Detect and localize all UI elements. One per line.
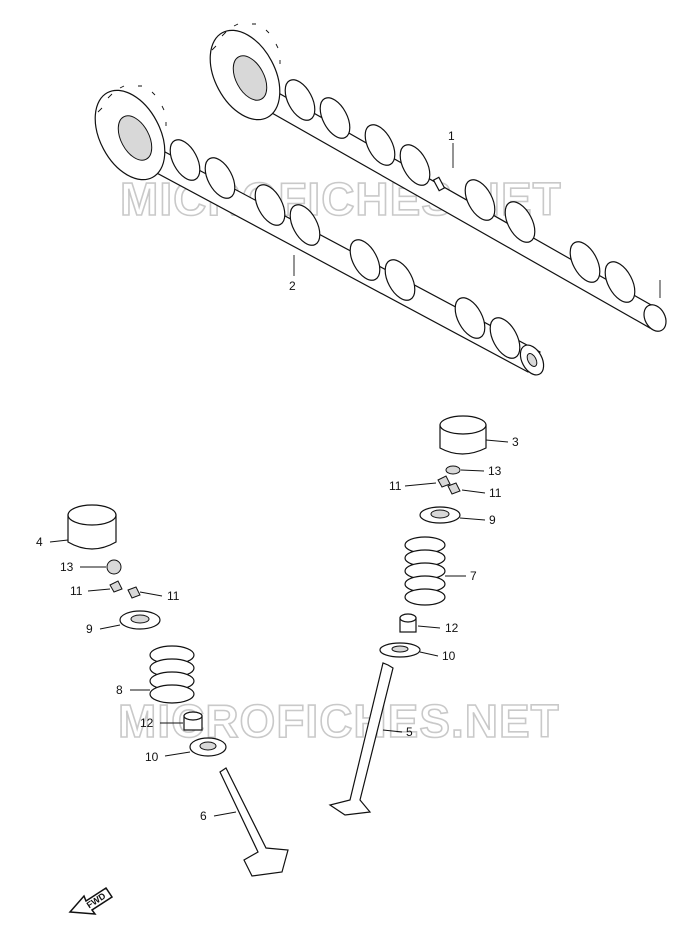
callout-6: 6 (200, 809, 207, 823)
fwd-arrow-icon: FWD (68, 886, 114, 915)
callout-3: 3 (512, 435, 519, 449)
cotter-11-left-b (127, 586, 141, 599)
cotter-11-right-a (437, 475, 451, 488)
callout-11-right-a: 11 (389, 479, 402, 493)
callout-12-right: 12 (445, 621, 459, 635)
tappet-4 (67, 504, 117, 550)
cotter-11-left-a (109, 580, 123, 593)
seal-12-left (183, 711, 203, 731)
callout-11-left-b: 11 (167, 589, 180, 603)
leader-lines (49, 143, 509, 817)
shim-13-right (445, 465, 461, 475)
valve-5 (328, 662, 394, 816)
spring-8 (149, 645, 195, 704)
callout-4: 4 (36, 535, 43, 549)
callout-7: 7 (470, 569, 477, 583)
seat-10-left (189, 737, 227, 757)
valve-6 (219, 767, 289, 877)
seal-12-right (399, 613, 417, 633)
retainer-9-right (419, 506, 461, 524)
spring-7 (404, 536, 446, 606)
seat-10-right (379, 642, 421, 658)
callout-8: 8 (116, 683, 123, 697)
retainer-9-left (119, 610, 161, 630)
cotter-11-right-b (447, 482, 461, 495)
camshaft-1 (209, 23, 667, 332)
callout-10-left: 10 (145, 750, 159, 764)
callout-9-left: 9 (86, 622, 93, 636)
callout-11-left-a: 11 (70, 584, 83, 598)
callout-1: 1 (448, 129, 455, 143)
tappet-3 (439, 415, 487, 455)
callout-10-right: 10 (442, 649, 456, 663)
callout-5: 5 (406, 725, 413, 739)
callout-2: 2 (289, 279, 296, 293)
callout-13-right: 13 (488, 464, 502, 478)
callout-13-left: 13 (60, 560, 74, 574)
shim-13-left (106, 559, 122, 575)
callout-11-right-b: 11 (489, 486, 502, 500)
callout-9-right: 9 (489, 513, 496, 527)
camshaft-2 (94, 85, 545, 376)
callout-12-left: 12 (140, 716, 154, 730)
